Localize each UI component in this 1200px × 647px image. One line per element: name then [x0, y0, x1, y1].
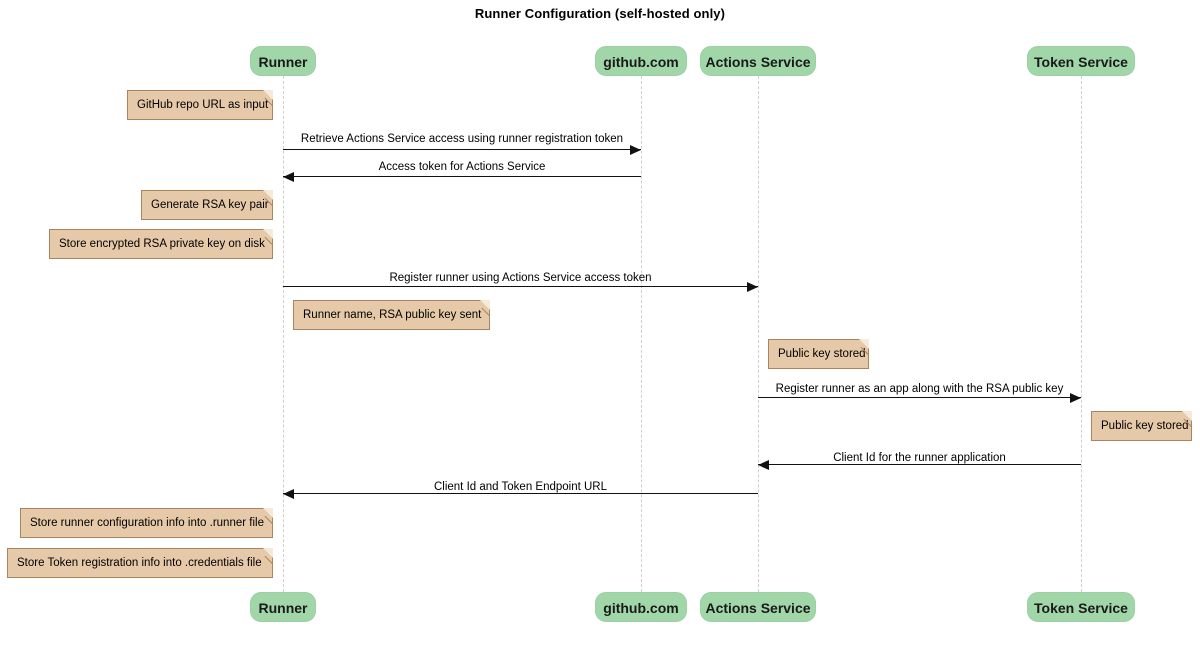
msg-client-id-arrowhead-icon	[758, 460, 769, 470]
participant-runner-top[interactable]: Runner	[250, 46, 316, 76]
note-runner-name: Runner name, RSA public key sent	[293, 300, 498, 330]
msg-client-id-endpoint-arrowhead-icon	[283, 489, 294, 499]
note-text: Generate RSA key pair	[151, 199, 269, 211]
note-fold-icon	[263, 90, 273, 100]
note-fold-icon	[263, 190, 273, 200]
note-text: Public key stored	[1101, 420, 1189, 432]
note-repo-url: GitHub repo URL as input	[127, 90, 281, 120]
msg-retrieve-access-line	[283, 149, 641, 150]
note-pubkey-actions: Public key stored	[768, 339, 877, 369]
lifeline-github	[641, 76, 642, 592]
page-title: Runner Configuration (self-hosted only)	[474, 6, 726, 21]
msg-retrieve-access-arrowhead-icon	[630, 145, 641, 155]
note-fold-icon	[1182, 411, 1192, 421]
participant-github-top[interactable]: github.com	[595, 46, 687, 76]
msg-register-runner-label: Register runner using Actions Service ac…	[389, 272, 652, 284]
note-fold-icon	[480, 300, 490, 310]
msg-retrieve-access-label: Retrieve Actions Service access using ru…	[300, 133, 624, 145]
participant-token-top[interactable]: Token Service	[1027, 46, 1135, 76]
msg-register-app-arrowhead-icon	[1070, 393, 1081, 403]
note-fold-icon	[263, 508, 273, 518]
lifeline-runner	[283, 76, 284, 592]
lifeline-actions	[758, 76, 759, 592]
note-fold-icon	[859, 339, 869, 349]
note-pubkey-token: Public key stored	[1091, 411, 1200, 441]
msg-access-token-arrowhead-icon	[283, 172, 294, 182]
msg-register-runner-line	[283, 286, 758, 287]
note-fold-icon	[263, 548, 273, 558]
msg-register-app-label: Register runner as an app along with the…	[775, 383, 1064, 395]
msg-client-id-line	[758, 464, 1081, 465]
note-store-runner: Store runner configuration info into .ru…	[20, 508, 281, 538]
msg-client-id-label: Client Id for the runner application	[833, 452, 1006, 464]
note-fold-icon	[263, 229, 273, 239]
msg-register-app-line	[758, 397, 1081, 398]
participant-actions-bottom[interactable]: Actions Service	[700, 592, 816, 622]
note-text: GitHub repo URL as input	[137, 99, 269, 111]
note-store-token: Store Token registration info into .cred…	[7, 548, 281, 578]
note-text: Runner name, RSA public key sent	[303, 309, 482, 321]
note-text: Store runner configuration info into .ru…	[30, 517, 264, 529]
note-text: Store Token registration info into .cred…	[17, 557, 262, 569]
participant-github-bottom[interactable]: github.com	[595, 592, 687, 622]
msg-access-token-label: Access token for Actions Service	[378, 161, 546, 173]
msg-client-id-endpoint-line	[283, 493, 758, 494]
msg-register-runner-arrowhead-icon	[747, 282, 758, 292]
note-text: Store encrypted RSA private key on disk	[59, 238, 265, 250]
msg-access-token-line	[283, 176, 641, 177]
note-text: Public key stored	[778, 348, 866, 360]
participant-token-bottom[interactable]: Token Service	[1027, 592, 1135, 622]
msg-client-id-endpoint-label: Client Id and Token Endpoint URL	[433, 481, 608, 493]
lifeline-token	[1081, 76, 1082, 592]
participant-runner-bottom[interactable]: Runner	[250, 592, 316, 622]
note-store-private: Store encrypted RSA private key on disk	[49, 229, 281, 259]
note-generate-rsa: Generate RSA key pair	[141, 190, 281, 220]
participant-actions-top[interactable]: Actions Service	[700, 46, 816, 76]
